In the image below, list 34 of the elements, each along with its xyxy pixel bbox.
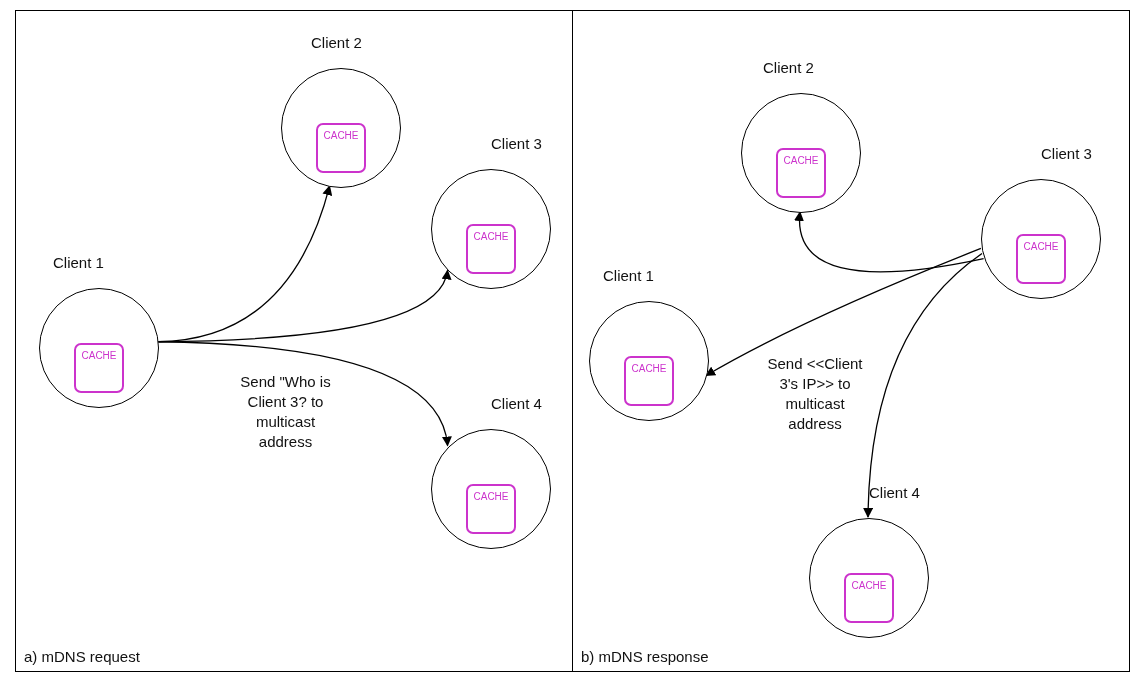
cache-box [624, 356, 674, 406]
cache-box [466, 224, 516, 274]
panel-caption: b) mDNS response [581, 648, 709, 665]
cache-label: CACHE [473, 231, 509, 242]
cache-box [1016, 234, 1066, 284]
client-name: Client 3 [1041, 145, 1092, 162]
client-name: Client 2 [763, 59, 814, 76]
client-name: Client 1 [53, 254, 104, 271]
panel-caption: a) mDNS request [24, 648, 140, 665]
cache-box [74, 343, 124, 393]
client-name: Client 2 [311, 34, 362, 51]
cache-label: CACHE [473, 491, 509, 502]
client-name: Client 4 [491, 395, 542, 412]
message-note: Send <<Client 3's IP>> to multicast address [766, 354, 864, 434]
message-note: Send "Who is Client 3? to multicast address [239, 372, 332, 452]
cache-box [466, 484, 516, 534]
arrow [705, 247, 982, 377]
cache-label: CACHE [851, 580, 887, 591]
cache-box [316, 123, 366, 173]
arrow [794, 211, 985, 273]
cache-box [776, 148, 826, 198]
panel-frame [15, 10, 573, 672]
cache-label: CACHE [323, 130, 359, 141]
cache-box [844, 573, 894, 623]
cache-label: CACHE [783, 155, 819, 166]
client-name: Client 1 [603, 267, 654, 284]
cache-label: CACHE [631, 363, 667, 374]
cache-label: CACHE [81, 350, 117, 361]
panel-frame [572, 10, 1130, 672]
client-name: Client 3 [491, 135, 542, 152]
arrow [863, 252, 983, 518]
client-name: Client 4 [869, 484, 920, 501]
cache-label: CACHE [1023, 241, 1059, 252]
arrow [157, 341, 451, 447]
